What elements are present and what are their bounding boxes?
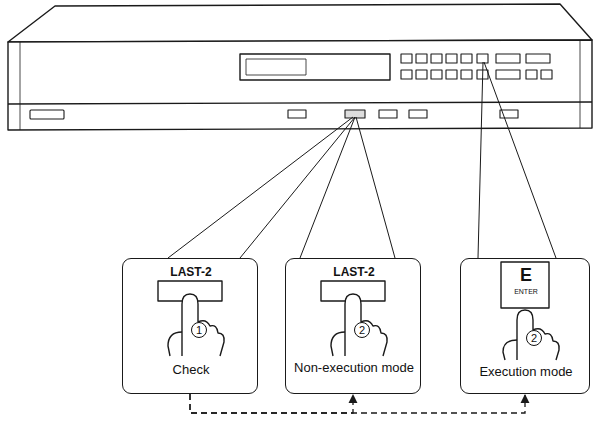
- leader-lines: [168, 62, 556, 258]
- callout-number: 1: [191, 322, 207, 338]
- key-label: ENTER: [465, 288, 587, 296]
- callout-box: LAST-2 2Non-execution mode: [285, 258, 421, 394]
- step-caption: Check: [127, 363, 255, 377]
- dashed-flow-arrow: [190, 394, 353, 413]
- display-segment: [246, 59, 306, 75]
- button-label: LAST-2: [127, 266, 255, 279]
- front-buttons: [30, 110, 518, 119]
- display-window: [240, 54, 390, 80]
- button-press-1: [158, 281, 224, 356]
- device-top: [8, 4, 592, 42]
- step-caption: Non-execution mode: [290, 361, 418, 375]
- front-divider: [8, 102, 592, 104]
- keypad: [401, 54, 552, 79]
- key-letter: E: [465, 266, 587, 286]
- end-caps: [20, 40, 580, 130]
- callout-box: LAST-2 1Check: [122, 258, 258, 394]
- dashed-flow-arrow: [190, 394, 525, 413]
- step-caption: Execution mode: [465, 365, 587, 379]
- callout-number: 2: [354, 322, 370, 338]
- button-label: LAST-2: [290, 266, 418, 279]
- callout-number: 2: [526, 330, 542, 346]
- button-press-2: [321, 281, 387, 356]
- callout-box: E ENTER 2Execution mode: [460, 258, 590, 394]
